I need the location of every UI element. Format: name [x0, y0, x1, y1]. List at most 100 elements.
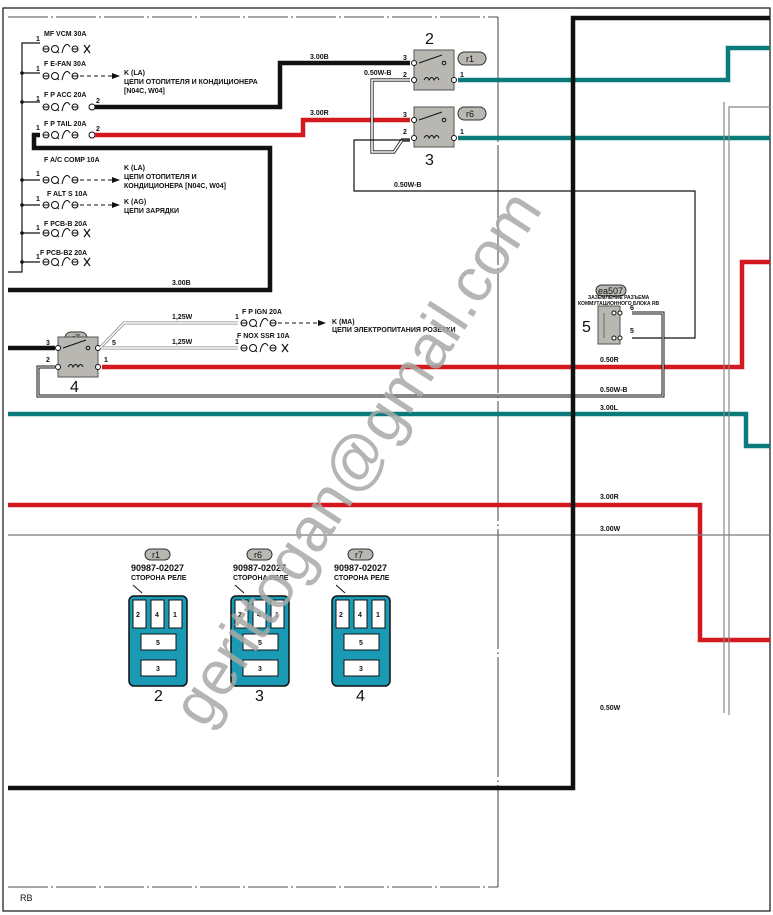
svg-text:0.50W-B: 0.50W-B: [600, 387, 627, 394]
svg-text:3: 3: [46, 340, 50, 347]
svg-text:1: 1: [36, 171, 40, 178]
svg-text:ЦЕПИ ЭЛЕКТРОПИТАНИЯ РОЗЕТКИ: ЦЕПИ ЭЛЕКТРОПИТАНИЯ РОЗЕТКИ: [332, 327, 456, 334]
svg-text:0.50W: 0.50W: [600, 705, 621, 712]
svg-text:КОММУТАЦИОННОГО БЛОКА RB: КОММУТАЦИОННОГО БЛОКА RB: [578, 301, 660, 307]
connector-r7: r7 90987-02027 СТОРОНА РЕЛЕ 2 4 1 5 3 4: [331, 548, 391, 705]
svg-text:1: 1: [36, 196, 40, 203]
svg-text:СТОРОНА РЕЛЕ: СТОРОНА РЕЛЕ: [334, 575, 390, 582]
relay-tag: r1: [466, 54, 474, 64]
wire-3-00l: [8, 411, 770, 449]
ground-tag: ea507: [598, 286, 623, 296]
page-frame: [2, 7, 771, 912]
svg-text:3: 3: [258, 666, 262, 673]
svg-text:1: 1: [275, 612, 279, 619]
wire-0-50wb-ground: [353, 139, 696, 339]
svg-text:СТОРОНА РЕЛЕ: СТОРОНА РЕЛЕ: [233, 575, 289, 582]
svg-text:ЗАЗЕМЛЕНИЕ РАЗЪЕМА: ЗАЗЕМЛЕНИЕ РАЗЪЕМА: [588, 295, 650, 301]
connector-r6: r6 90987-02027 СТОРОНА РЕЛЕ 2 4 1 5 3 3: [230, 548, 290, 705]
svg-text:5: 5: [156, 640, 160, 647]
svg-text:F ALT S 10A: F ALT S 10A: [47, 191, 87, 198]
svg-text:1: 1: [460, 72, 464, 79]
svg-text:2: 2: [425, 31, 434, 48]
svg-text:1: 1: [36, 66, 40, 73]
svg-text:1: 1: [36, 254, 40, 261]
fuse-f-alt-s: F ALT S 10A 1 K (AG) ЦЕПИ ЗАРЯДКИ: [36, 191, 179, 215]
svg-text:1: 1: [460, 129, 464, 136]
svg-text:3: 3: [403, 112, 407, 119]
svg-text:F NOX SSR 10A: F NOX SSR 10A: [237, 333, 290, 340]
svg-text:ЦЕПИ ОТОПИТЕЛЯ И: ЦЕПИ ОТОПИТЕЛЯ И: [124, 174, 197, 181]
fuse-f-nox-ssr: F NOX SSR 10A 1: [235, 333, 290, 353]
fuse-f-pcb-b2: F PCB-B2 20A 1: [36, 250, 91, 267]
svg-text:3: 3: [425, 152, 434, 169]
svg-text:2: 2: [136, 612, 140, 619]
svg-text:1: 1: [235, 339, 239, 346]
svg-text:3: 3: [359, 666, 363, 673]
svg-text:5: 5: [582, 319, 591, 336]
fuse-f-p-tail: F P TAIL 20A 1 2: [36, 121, 100, 140]
fuse-f-p-ign: F P IGN 20A 1 K (MA) ЦЕПИ ЭЛЕКТРОПИТАНИЯ…: [235, 309, 456, 334]
svg-text:1: 1: [173, 612, 177, 619]
wire-3-00b-acc: [95, 60, 410, 110]
svg-text:3: 3: [156, 666, 160, 673]
svg-text:5: 5: [258, 640, 262, 647]
svg-text:r6: r6: [254, 550, 262, 560]
svg-text:СТОРОНА РЕЛЕ: СТОРОНА РЕЛЕ: [131, 575, 187, 582]
svg-text:MF VCM 30A: MF VCM 30A: [44, 31, 86, 38]
svg-text:4: 4: [356, 688, 365, 705]
svg-text:K (LA): K (LA): [124, 165, 145, 172]
wire-3-00b-loop: [8, 132, 273, 293]
svg-text:F PCB-B 20A: F PCB-B 20A: [44, 221, 87, 228]
svg-text:1,25W: 1,25W: [172, 314, 193, 321]
svg-text:90987-02027: 90987-02027: [233, 563, 286, 573]
svg-text:1: 1: [36, 125, 40, 132]
svg-text:4: 4: [257, 612, 261, 619]
wire-3-00r-tail: [95, 117, 410, 138]
relay-r1: 2 3 2 1 r1: [403, 31, 487, 91]
svg-text:K (MA): K (MA): [332, 319, 355, 326]
svg-text:КОНДИЦИОНЕРА [N04C, W04]: КОНДИЦИОНЕРА [N04C, W04]: [124, 183, 226, 190]
wire-3-00r-bottom: [8, 502, 770, 643]
wire-0-50r: [102, 259, 770, 370]
connector-r1: r1 90987-02027 СТОРОНА РЕЛЕ 2 4 1 5 3 2: [128, 548, 188, 705]
svg-text:2: 2: [46, 357, 50, 364]
svg-text:2: 2: [154, 688, 163, 705]
svg-text:ЦЕПИ ОТОПИТЕЛЯ И КОНДИЦИОНЕРА: ЦЕПИ ОТОПИТЕЛЯ И КОНДИЦИОНЕРА: [124, 79, 258, 86]
svg-text:2: 2: [403, 129, 407, 136]
svg-text:3.00B: 3.00B: [172, 280, 191, 287]
fuse-f-pcb-b: F PCB-B 20A 1: [36, 221, 91, 238]
svg-text:3.00W: 3.00W: [600, 526, 621, 533]
svg-text:ЦЕПИ ЗАРЯДКИ: ЦЕПИ ЗАРЯДКИ: [124, 208, 179, 215]
svg-text:r1: r1: [152, 550, 160, 560]
wire-black-main: [8, 15, 770, 791]
svg-text:90987-02027: 90987-02027: [334, 563, 387, 573]
svg-text:1: 1: [36, 225, 40, 232]
svg-text:2: 2: [238, 612, 242, 619]
svg-text:4: 4: [358, 612, 362, 619]
svg-text:3: 3: [403, 55, 407, 62]
section-code: RB: [20, 893, 33, 903]
svg-text:F A/C COMP 10A: F A/C COMP 10A: [44, 157, 100, 164]
svg-text:r7: r7: [355, 550, 363, 560]
svg-text:[N04C, W04]: [N04C, W04]: [124, 88, 165, 95]
svg-text:1: 1: [36, 96, 40, 103]
svg-text:0.50W-B: 0.50W-B: [364, 70, 391, 77]
svg-text:5: 5: [112, 340, 116, 347]
svg-text:F P ACC 20A: F P ACC 20A: [44, 92, 86, 99]
wire-0-50wb-r7: [37, 312, 664, 397]
svg-text:5: 5: [359, 640, 363, 647]
svg-text:4: 4: [155, 612, 159, 619]
relay-tag: r6: [466, 109, 474, 119]
fuse-mf-vcm: MF VCM 30A 1: [36, 31, 91, 54]
svg-text:3.00B: 3.00B: [310, 54, 329, 61]
svg-text:5: 5: [630, 328, 634, 335]
svg-text:6: 6: [630, 305, 634, 312]
wire-teal-r1: [458, 45, 770, 83]
svg-text:3.00R: 3.00R: [600, 494, 619, 501]
svg-text:3.00R: 3.00R: [310, 110, 329, 117]
svg-text:90987-02027: 90987-02027: [131, 563, 184, 573]
svg-text:F P IGN 20A: F P IGN 20A: [242, 309, 282, 316]
wire-1-25w-ign: [99, 322, 238, 349]
wire-grey-vertical-b: [728, 106, 770, 715]
